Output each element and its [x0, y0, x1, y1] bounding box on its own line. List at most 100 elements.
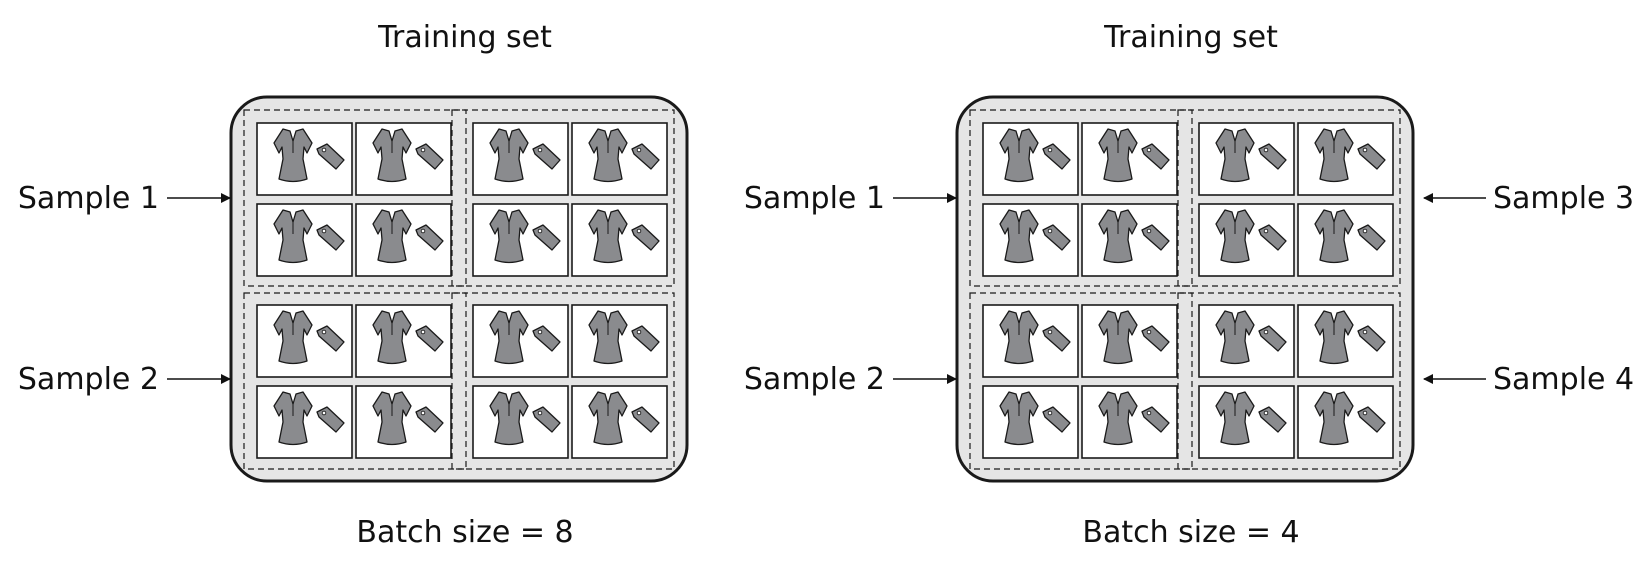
panel-2-training-set-container-dashed-group-top-left — [969, 109, 1193, 287]
image-card — [256, 203, 353, 277]
image-card — [1198, 203, 1295, 277]
price-tag-hole — [1362, 410, 1368, 416]
dress-icon — [1215, 128, 1255, 183]
panel-2-left-label-2: Sample 2 — [744, 362, 885, 397]
panel-1-left-label-1: Sample 1 — [18, 181, 159, 216]
image-card — [1081, 304, 1178, 378]
price-tag-hole — [1362, 147, 1368, 153]
dress-icon — [1098, 310, 1138, 365]
dress-icon — [999, 310, 1039, 365]
dress-icon — [372, 128, 412, 183]
price-tag-hole — [1047, 147, 1053, 153]
dress-icon — [1314, 310, 1354, 365]
price-tag-hole — [1263, 410, 1269, 416]
dress-icon — [273, 391, 313, 446]
price-tag-hole — [420, 147, 426, 153]
price-tag-hole — [636, 329, 642, 335]
dress-icon — [588, 310, 628, 365]
price-tag-hole — [321, 329, 327, 335]
panel-1-training-set-container — [229, 95, 689, 483]
image-card — [1297, 203, 1394, 277]
dress-icon — [489, 128, 529, 183]
image-card — [571, 203, 668, 277]
panel-2-training-set-container — [955, 95, 1415, 483]
dress-icon — [1098, 128, 1138, 183]
image-card — [982, 203, 1079, 277]
image-card — [472, 304, 569, 378]
price-tag-hole — [636, 147, 642, 153]
dress-icon — [1215, 310, 1255, 365]
dress-icon — [1215, 209, 1255, 264]
panel-1-training-set-container-dashed-group-bottom-left — [243, 292, 467, 470]
price-tag-hole — [1047, 410, 1053, 416]
price-tag-hole — [1146, 147, 1152, 153]
dress-icon — [588, 209, 628, 264]
dress-icon — [1314, 209, 1354, 264]
dress-icon — [999, 209, 1039, 264]
price-tag-hole — [1362, 329, 1368, 335]
image-card — [355, 203, 452, 277]
panel-2-caption: Batch size = 4 — [1082, 515, 1299, 550]
image-card — [1081, 203, 1178, 277]
price-tag-hole — [321, 228, 327, 234]
panel-2-training-set-container-dashed-group-bottom-left — [969, 292, 1193, 470]
dress-icon — [588, 128, 628, 183]
panel-1-training-set-container-dashed-group-bottom-right — [451, 292, 675, 470]
dress-icon — [999, 391, 1039, 446]
price-tag-hole — [537, 329, 543, 335]
image-card — [355, 385, 452, 459]
price-tag-hole — [537, 228, 543, 234]
panel-1-title: Training set — [377, 20, 552, 55]
panel-2-title: Training set — [1103, 20, 1278, 55]
image-card — [1198, 122, 1295, 196]
dress-icon — [273, 209, 313, 264]
panel-2: Training set Sample 1 Sample 2 Sample 3 … — [744, 20, 1634, 550]
panel-2-training-set-container-dashed-group-bottom-right — [1177, 292, 1401, 470]
image-card — [1198, 304, 1295, 378]
dress-icon — [489, 209, 529, 264]
price-tag-hole — [537, 147, 543, 153]
dress-icon — [999, 128, 1039, 183]
dress-icon — [1314, 128, 1354, 183]
price-tag-hole — [1146, 410, 1152, 416]
image-card — [256, 385, 353, 459]
panel-1-training-set-container-dashed-group-top-left — [243, 109, 467, 287]
dress-icon — [1314, 391, 1354, 446]
dress-icon — [489, 391, 529, 446]
image-card — [982, 122, 1079, 196]
panel-2-right-label-3: Sample 3 — [1493, 181, 1634, 216]
price-tag-hole — [1362, 228, 1368, 234]
image-card — [1297, 122, 1394, 196]
price-tag-hole — [420, 410, 426, 416]
image-card — [982, 385, 1079, 459]
image-card — [571, 385, 668, 459]
image-card — [982, 304, 1079, 378]
price-tag-hole — [1146, 329, 1152, 335]
price-tag-hole — [420, 228, 426, 234]
panel-1: Training set Sample 1 Sample 2 Batch siz… — [18, 20, 689, 550]
image-card — [472, 385, 569, 459]
dress-icon — [273, 310, 313, 365]
price-tag-hole — [1047, 228, 1053, 234]
price-tag-hole — [1263, 228, 1269, 234]
dress-icon — [273, 128, 313, 183]
image-card — [1297, 304, 1394, 378]
image-card — [1081, 385, 1178, 459]
image-card — [571, 304, 668, 378]
price-tag-hole — [1047, 329, 1053, 335]
image-card — [472, 122, 569, 196]
image-card — [355, 304, 452, 378]
image-card — [1081, 122, 1178, 196]
dress-icon — [372, 391, 412, 446]
panel-1-training-set-container-dashed-group-top-right — [451, 109, 675, 287]
image-card — [472, 203, 569, 277]
panel-1-caption: Batch size = 8 — [356, 515, 573, 550]
price-tag-hole — [1263, 147, 1269, 153]
price-tag-hole — [636, 228, 642, 234]
dress-icon — [1098, 209, 1138, 264]
image-card — [256, 304, 353, 378]
dress-icon — [588, 391, 628, 446]
panel-2-right-label-4: Sample 4 — [1493, 362, 1634, 397]
panel-1-left-label-2: Sample 2 — [18, 362, 159, 397]
